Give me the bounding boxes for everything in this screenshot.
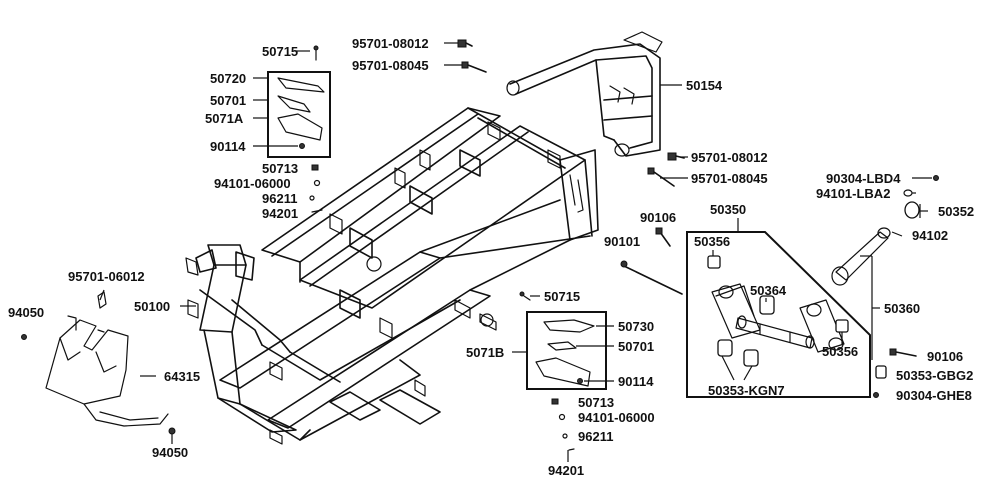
main-frame: [185, 107, 599, 445]
label-90101: 90101: [604, 234, 641, 249]
label-50701-top: 50701: [210, 93, 247, 108]
label-50353-GBG2: 50353-GBG2: [896, 368, 974, 383]
label-96211-mid: 96211: [578, 429, 614, 444]
rear-carrier: [506, 31, 663, 157]
label-50154: 50154: [686, 78, 723, 93]
label-95701-08012-mid: 95701-08012: [691, 150, 768, 165]
label-50713-mid: 50713: [578, 395, 615, 410]
label-50350: 50350: [710, 202, 747, 217]
label-50715-mid: 50715: [544, 289, 581, 304]
label-95701-08012-top: 95701-08012: [352, 36, 429, 51]
top-parts-5071A: [277, 45, 325, 213]
carrier-bolts: [457, 39, 685, 187]
label-90304-LBD4: 90304-LBD4: [826, 171, 901, 186]
label-50353-KGN7: 50353-KGN7: [708, 383, 785, 398]
box-5071A: [267, 71, 331, 158]
label-50713-top: 50713: [262, 161, 299, 176]
label-94101-LBA2: 94101-LBA2: [816, 186, 891, 201]
label-90114-mid: 90114: [618, 374, 654, 389]
label-95701-08045-mid: 95701-08045: [691, 171, 768, 186]
label-50352: 50352: [938, 204, 975, 219]
label-64315: 64315: [164, 369, 201, 384]
label-50730: 50730: [618, 319, 655, 334]
label-50360: 50360: [884, 301, 921, 316]
label-5071A: 5071A: [205, 111, 244, 126]
label-94201-mid: 94201: [548, 463, 585, 478]
label-50720: 50720: [210, 71, 247, 86]
label-94050-left: 94050: [8, 305, 45, 320]
box-50350: [686, 231, 871, 398]
mid-parts-5071B: [519, 291, 595, 451]
label-94101-06000-top: 94101-06000: [214, 176, 291, 191]
label-50100: 50100: [134, 299, 171, 314]
label-50356-a: 50356: [694, 234, 731, 249]
label-94050-bot: 94050: [152, 445, 189, 460]
label-50364: 50364: [750, 283, 787, 298]
box-5071B: [526, 311, 607, 390]
label-94101-06000-mid: 94101-06000: [578, 410, 655, 425]
label-90106-top: 90106: [640, 210, 677, 225]
label-90114-top: 90114: [210, 139, 246, 154]
label-90106-bot: 90106: [927, 349, 964, 364]
label-90304-GHE8: 90304-GHE8: [896, 388, 972, 403]
label-50715-top: 50715: [262, 44, 299, 59]
label-95701-06012: 95701-06012: [68, 269, 145, 284]
label-96211-top: 96211: [262, 191, 298, 206]
label-50356-b: 50356: [822, 344, 859, 359]
label-50701-mid: 50701: [618, 339, 655, 354]
front-bracket: [21, 291, 176, 435]
leader-lines: [99, 42, 932, 462]
engine-hanger-parts: [620, 175, 939, 398]
label-94201-top: 94201: [262, 206, 299, 221]
label-5071B: 5071B: [466, 345, 505, 360]
label-95701-08045-top: 95701-08045: [352, 58, 429, 73]
label-94102: 94102: [912, 228, 949, 243]
